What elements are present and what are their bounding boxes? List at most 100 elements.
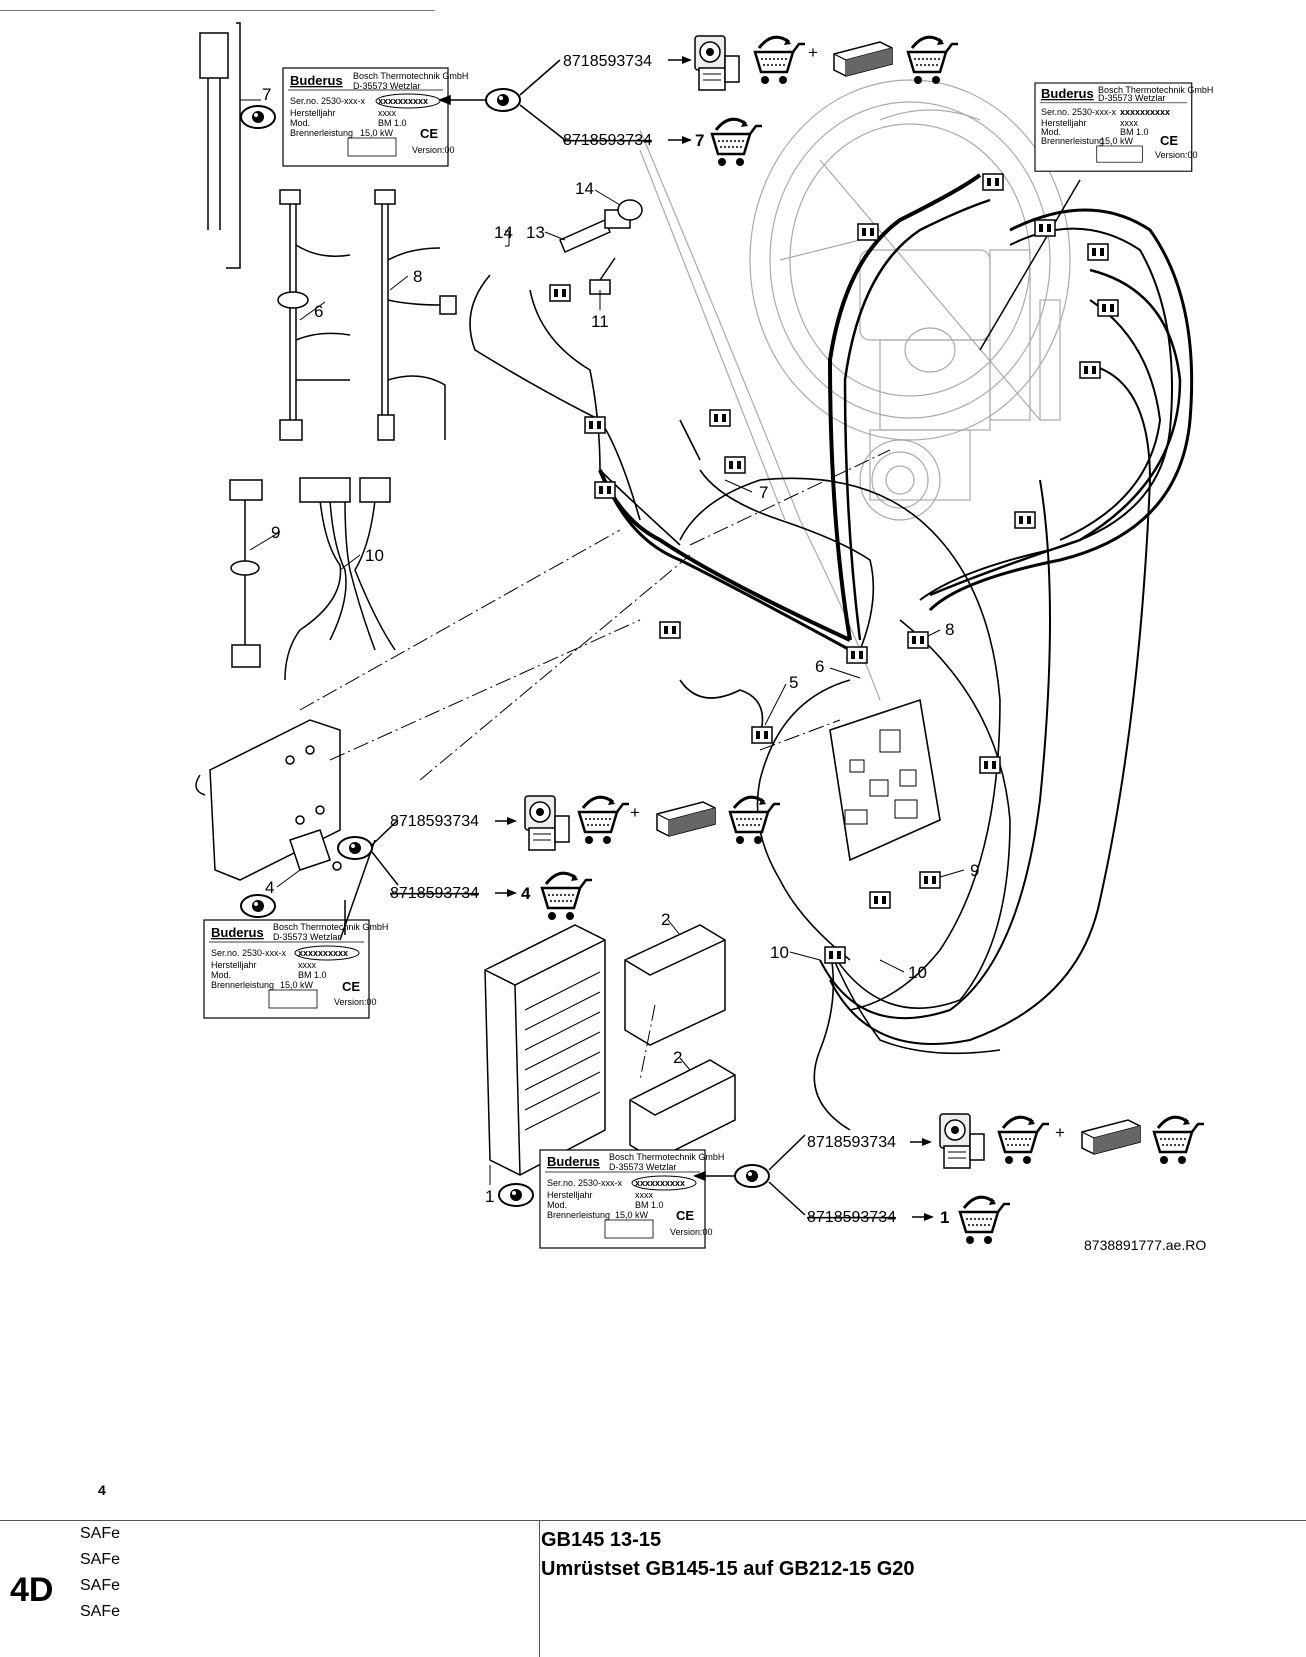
eye-icon	[337, 836, 373, 860]
plate-serial-mask: xxxxxxxxxx	[1120, 107, 1170, 117]
eye-icon	[240, 105, 276, 129]
mounting-bracket	[195, 719, 342, 881]
eye-icon	[734, 1164, 770, 1188]
order-arrow-target: 1	[940, 1208, 949, 1227]
order-row-middle-struck: 8718593734 4	[390, 871, 594, 922]
plate-text-top-right: Buderus Bosch Thermotechnik GmbH D-35573…	[1041, 85, 1213, 160]
cart-icon	[958, 1195, 1012, 1246]
plate-model-value: BM 1.0	[378, 118, 407, 128]
plate-year-value: xxxx	[378, 108, 397, 118]
callout-label: 9	[271, 523, 280, 542]
model-title: GB145 13-15	[541, 1529, 662, 1551]
plate-version: Version:00	[670, 1227, 713, 1237]
page-number: 4	[98, 1482, 106, 1498]
plate-model-label: Mod.	[1041, 127, 1061, 137]
plate-serial-mask: xxxxxxxxxx	[378, 96, 428, 106]
module-icon	[656, 801, 716, 837]
plate-model-label: Mod.	[290, 118, 310, 128]
plate-address: D-35573 Wetzlar	[273, 932, 340, 942]
callout-labels: 7 6 8 9 10 14 14 13 11 7 8 6 5 9 10 10 2…	[262, 85, 979, 1206]
safe-item: SAFe	[80, 1603, 121, 1620]
burner-assembly-icon	[694, 35, 740, 91]
document-number: 8738891777.ae.RO	[1084, 1237, 1206, 1253]
order-arrow-target: 4	[521, 884, 531, 903]
callout-label: 2	[661, 910, 670, 929]
safe-item: SAFe	[80, 1551, 121, 1568]
control-pcb	[829, 698, 941, 862]
callout-label: 6	[815, 657, 824, 676]
plate-version: Version:00	[412, 145, 455, 155]
plate-model-label: Mod.	[547, 1200, 567, 1210]
plate-ce: CE	[342, 979, 360, 994]
plate-year-label: Herstelljahr	[547, 1190, 593, 1200]
plate-power-value: 15,0 kW	[1100, 136, 1134, 146]
plate-model-value: BM 1.0	[1120, 127, 1149, 137]
order-row-bottom: 8718593734 +	[807, 1113, 1206, 1169]
cart-icon	[577, 795, 631, 846]
callout-label: 14	[575, 179, 594, 198]
plate-model-label: Mod.	[211, 970, 231, 980]
dash-leaders	[299, 449, 891, 1081]
harness-parts-left	[199, 22, 457, 681]
callout-label: 8	[945, 620, 954, 639]
plus-sign: +	[1055, 1123, 1065, 1142]
cart-icon	[753, 35, 807, 86]
plate-power-label: Brennerleistung	[1041, 136, 1104, 146]
order-arrow-target: 7	[695, 131, 704, 150]
callout-label: 10	[770, 943, 789, 962]
section-code: 4D	[10, 1571, 54, 1609]
plate-year-value: xxxx	[635, 1190, 654, 1200]
part-number-struck: 8718593734	[807, 1209, 896, 1226]
plate-brand: Buderus	[211, 925, 264, 940]
callout-label: 4	[265, 878, 274, 897]
burner-assembly-icon	[939, 1113, 985, 1169]
control-unit	[484, 924, 606, 1176]
callout-label: 7	[759, 483, 768, 502]
plate-serial: Ser.no. 2530-xxx-x	[1041, 107, 1117, 117]
eye-icon	[485, 88, 521, 112]
callout-label: 2	[673, 1048, 682, 1067]
callout-label: 13	[526, 223, 545, 242]
footer: 4D SAFe SAFe SAFe SAFe GB145 13-15 Umrüs…	[0, 1520, 1306, 1657]
plate-address: D-35573 Wetzlar	[1098, 93, 1165, 103]
callout-label: 1	[485, 1187, 494, 1206]
plus-sign: +	[808, 43, 818, 62]
cart-icon	[997, 1115, 1051, 1166]
module-icon	[1081, 1119, 1141, 1155]
part-number: 8718593734	[563, 53, 652, 70]
plate-serial-mask: xxxxxxxxxx	[635, 1178, 685, 1188]
plate-version: Version:00	[334, 997, 377, 1007]
plate-power-value: 15,0 kW	[280, 980, 314, 990]
safe-item: SAFe	[80, 1525, 121, 1542]
plate-company: Bosch Thermotechnik GmbH	[353, 71, 468, 81]
eye-icon	[240, 894, 276, 918]
plate-version: Version:00	[1155, 150, 1198, 160]
plate-power-label: Brennerleistung	[290, 128, 353, 138]
callout-label: 8	[413, 267, 422, 286]
safe-list: SAFe SAFe SAFe SAFe	[80, 1521, 120, 1625]
plate-text-top-left: Buderus Bosch Thermotechnik GmbH D-35573…	[290, 71, 468, 155]
plate-ce: CE	[1160, 133, 1178, 148]
plate-power-label: Brennerleistung	[547, 1210, 610, 1220]
plate-company: Bosch Thermotechnik GmbH	[1098, 85, 1213, 95]
burner-assembly-icon	[524, 795, 570, 851]
cart-icon	[906, 35, 960, 86]
part-number-struck: 8718593734	[563, 132, 652, 149]
order-row-middle: 8718593734 +	[390, 795, 782, 851]
callout-label: 6	[314, 302, 323, 321]
exploded-parts-diagram: Buderus Bosch Thermotechnik GmbH D-35573…	[195, 22, 1213, 1253]
plate-model-value: BM 1.0	[298, 970, 327, 980]
part-number: 8718593734	[807, 1134, 896, 1151]
safe-item: SAFe	[80, 1577, 121, 1594]
plate-power-value: 15,0 kW	[615, 1210, 649, 1220]
plate-ce: CE	[676, 1208, 694, 1223]
module-icon	[833, 41, 893, 77]
plate-serial: Ser.no. 2530-xxx-x	[547, 1178, 623, 1188]
callout-label: 11	[591, 312, 609, 331]
footer-divider	[539, 1521, 540, 1657]
plate-model-value: BM 1.0	[635, 1200, 664, 1210]
plate-power-label: Brennerleistung	[211, 980, 274, 990]
cart-icon	[710, 117, 764, 168]
plate-power-value: 15,0 kW	[360, 128, 394, 138]
plate-address: D-35573 Wetzlar	[353, 81, 420, 91]
